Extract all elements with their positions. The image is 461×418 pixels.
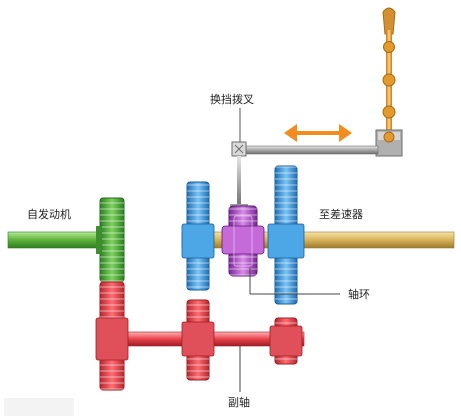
countershaft-drive-gear <box>95 281 129 391</box>
shift-lever[interactable] <box>382 7 396 140</box>
input-gear <box>96 197 125 283</box>
countershaft-gear-left <box>181 299 215 381</box>
label-shift-fork: 换挡拨叉 <box>210 92 254 106</box>
double-arrow-icon <box>284 124 352 142</box>
label-countershaft: 副轴 <box>228 395 250 409</box>
countershaft-gear-right <box>269 317 303 365</box>
watermark-blur <box>4 398 74 416</box>
label-to-reducer: 至差速器 <box>319 207 363 221</box>
sliding-sleeve[interactable] <box>221 205 265 277</box>
shift-fork[interactable] <box>230 141 248 210</box>
shift-fork-rod <box>237 145 379 155</box>
output-gear-right <box>267 165 305 305</box>
lever-pivot-block <box>375 129 403 157</box>
output-gear-left <box>181 181 215 291</box>
label-sleeve: 轴环 <box>348 287 370 301</box>
label-engine: 自发动机 <box>27 207 71 221</box>
